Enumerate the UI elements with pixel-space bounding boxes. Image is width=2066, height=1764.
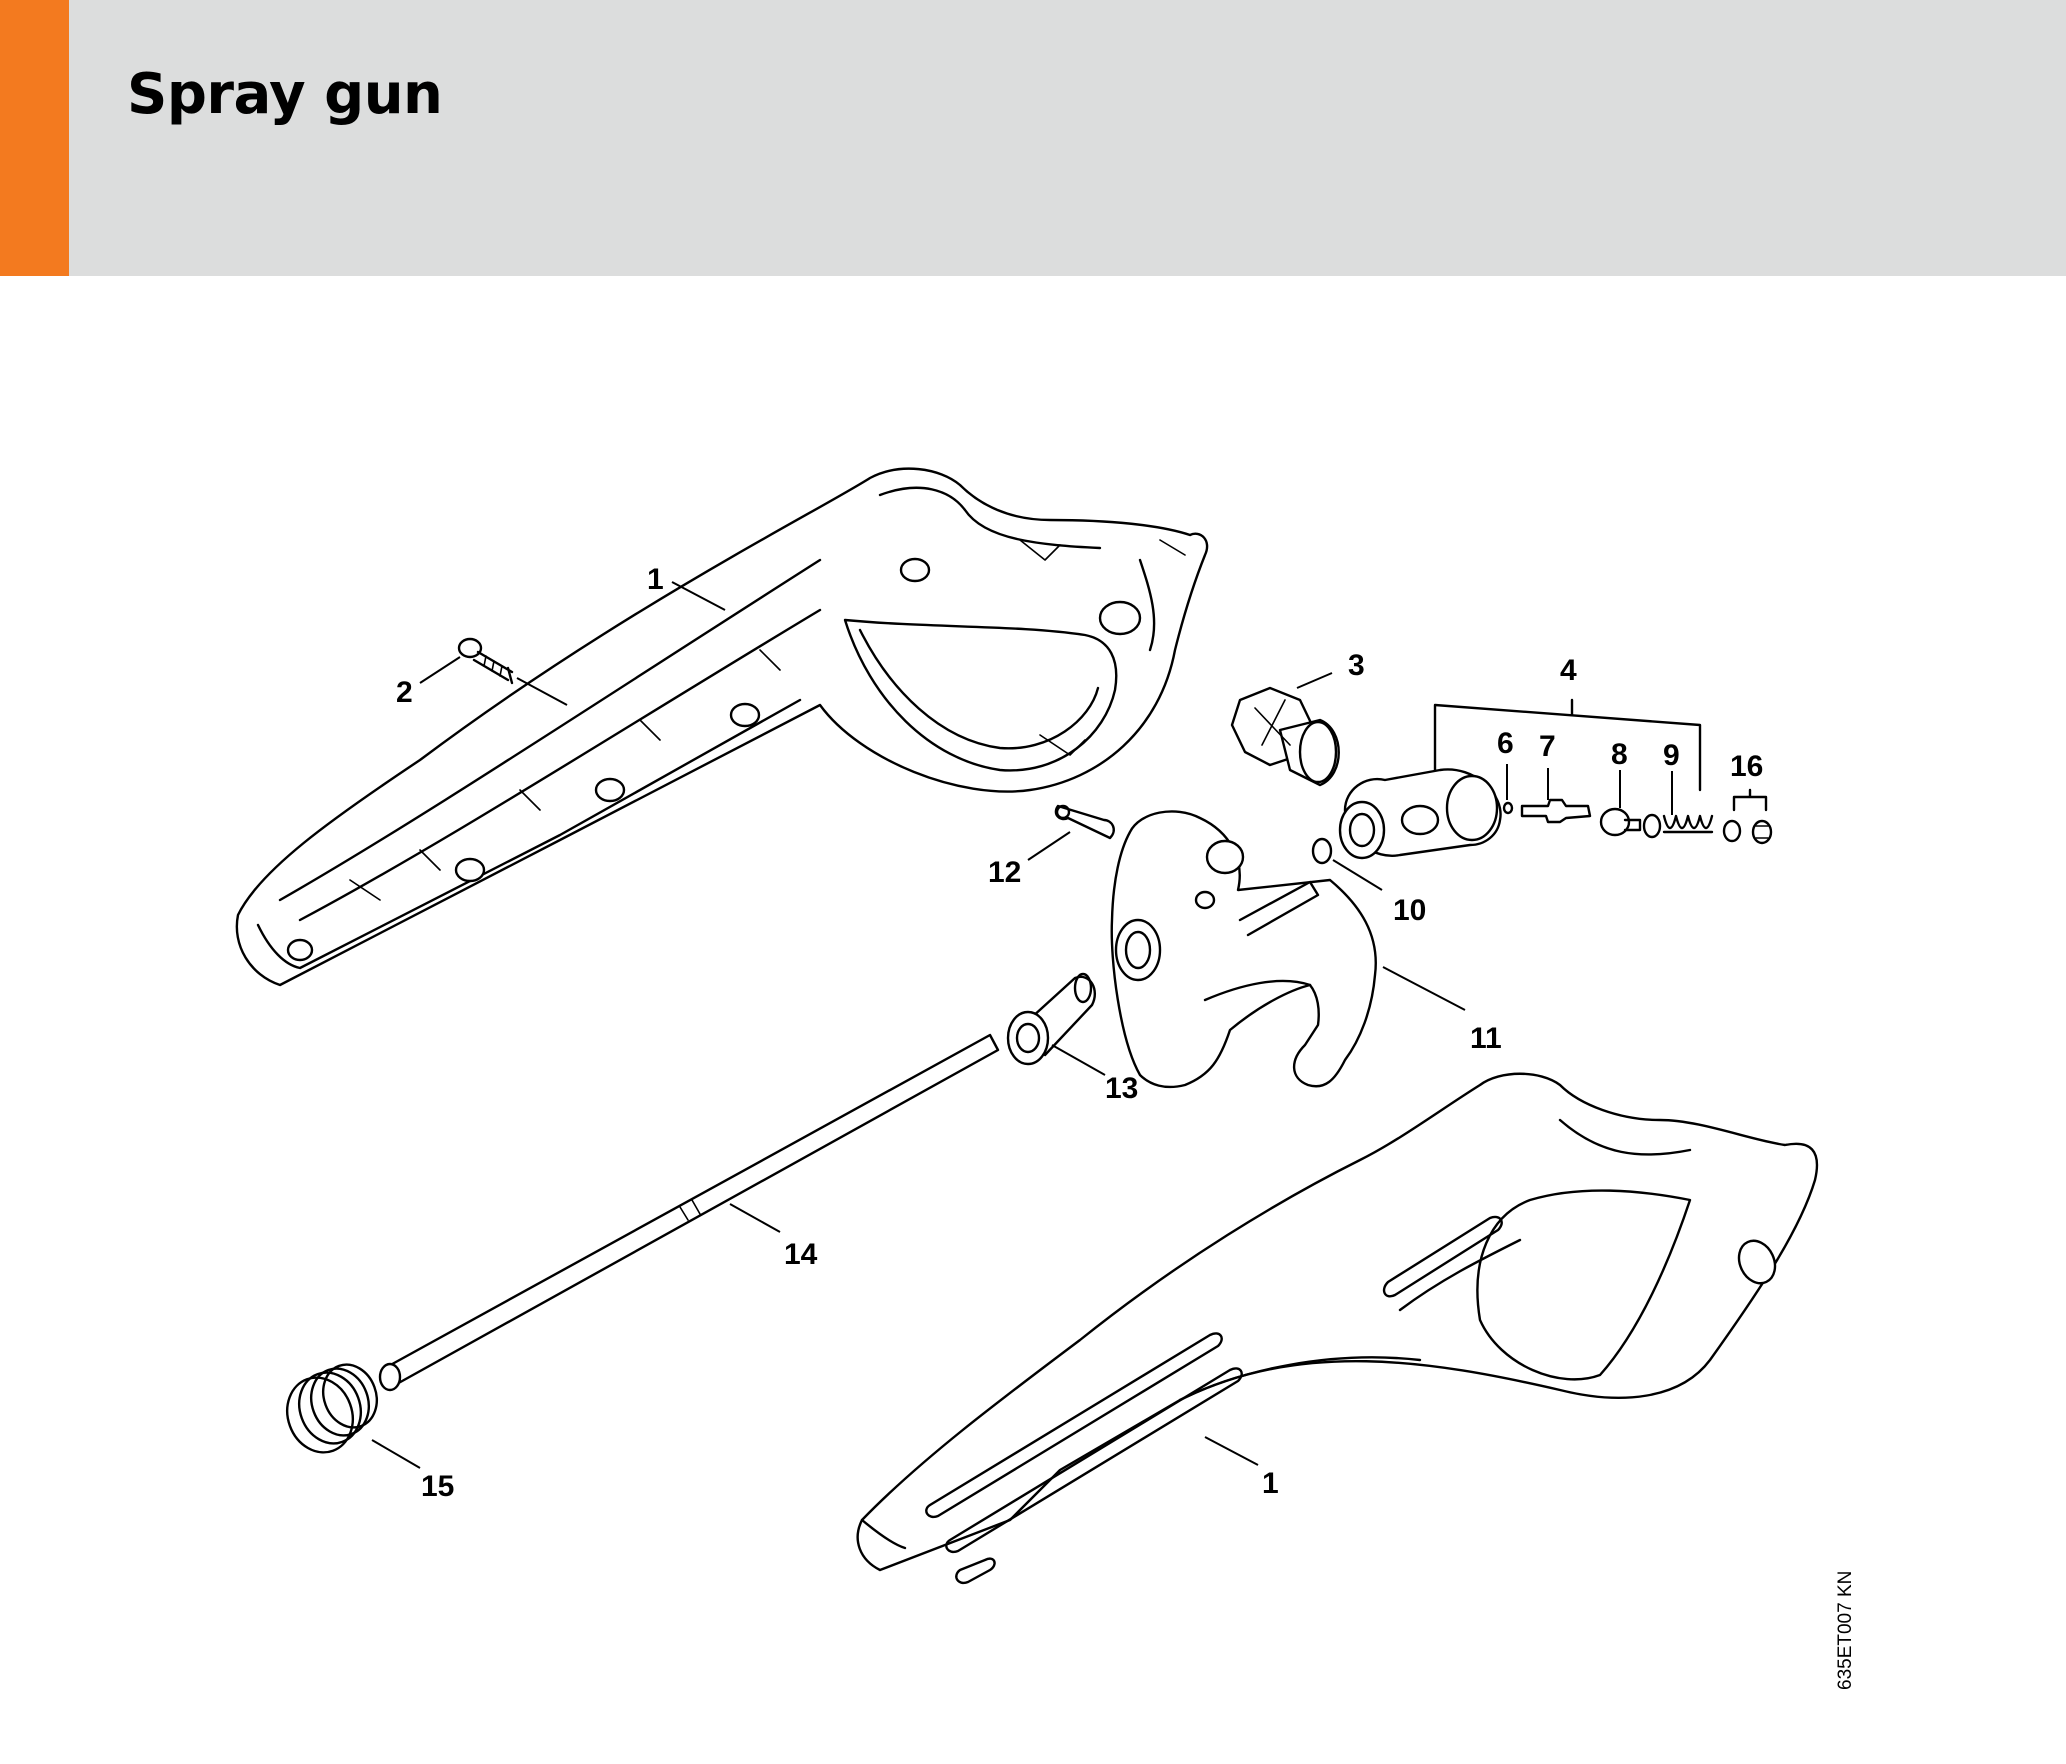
part-1-grip-half-outer [856,1072,1819,1585]
callout-4: 4 [1560,654,1577,687]
callout-2: 2 [396,676,413,709]
leader-11 [1382,966,1466,1011]
callout-1-upper: 1 [647,563,664,596]
callouts: 1 2 3 4 6 7 8 9 16 10 11 12 13 14 15 1 [396,563,1763,1503]
part-1-grip-half-inner [235,467,1209,987]
part-2-screw [457,637,514,685]
part-3-fitting-nut [1230,686,1340,787]
callout-1-lower: 1 [1262,1467,1279,1500]
leader-1-upper [671,581,726,611]
callout-7: 7 [1539,730,1556,763]
leader-10 [1332,859,1383,891]
drawing-code: 635ET007 KN [1835,1571,1856,1690]
page-title: Spray gun [127,62,443,127]
part-13-bushing [1006,972,1097,1066]
part-6-ball [1502,801,1514,815]
part-8-valve-seat [1599,807,1642,837]
part-16-ring-and-plug [1722,788,1773,845]
part-11-trigger [1110,810,1377,1089]
part-7-valve-pin [1520,798,1592,824]
part-15-spring [286,1363,378,1454]
leader-2-extension [516,677,568,706]
leader-2 [419,656,461,684]
leader-lines [371,581,1673,1469]
callout-10: 10 [1393,894,1426,927]
callout-16: 16 [1730,750,1763,783]
leader-3 [1296,672,1333,689]
leader-1-lower [1204,1436,1259,1466]
leader-15 [371,1439,421,1469]
part-10-o-ring [1311,837,1333,865]
leader-14 [729,1203,781,1233]
callout-3: 3 [1348,649,1365,682]
leader-13 [1051,1044,1106,1076]
callout-12: 12 [988,856,1021,889]
accent-stripe [0,0,69,276]
callout-15: 15 [421,1470,454,1503]
callout-13: 13 [1105,1072,1138,1105]
callout-6: 6 [1497,727,1514,760]
part-4-assembly-bracket [1433,698,1702,792]
part-14-tube [378,1033,1000,1392]
part-12-pin [1054,804,1115,840]
part-4-valve-housing [1338,768,1502,860]
callout-14: 14 [784,1238,818,1271]
callout-11: 11 [1470,1022,1502,1055]
header-bar: Spray gun [0,0,2066,276]
part-9-spring [1642,813,1714,839]
callout-8: 8 [1611,738,1628,771]
callout-9: 9 [1663,739,1680,772]
leader-12 [1027,831,1071,861]
